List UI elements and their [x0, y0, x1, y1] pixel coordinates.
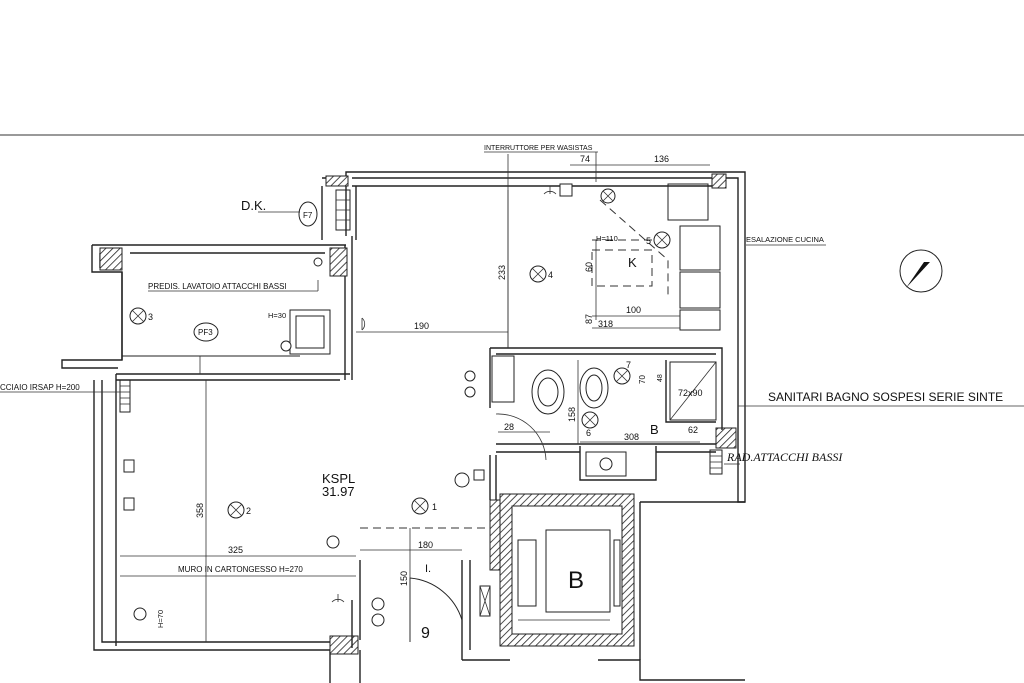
dim-180: 180 — [418, 540, 433, 550]
label-muro: MURO IN CARTONGESSO H=270 — [178, 565, 303, 574]
dim-136: 136 — [654, 154, 669, 164]
electrical-symbols — [123, 183, 573, 627]
dim-190: 190 — [414, 321, 429, 331]
label-sanitari: SANITARI BAGNO SOSPESI SERIE SINTE — [768, 390, 1003, 404]
light-icon — [129, 307, 147, 325]
dim-150: 150 — [399, 571, 409, 586]
room-area-kspl: 31.97 — [322, 484, 355, 499]
label-radiatore-bassi: RAD.ATTACCHI BASSI — [726, 450, 843, 464]
label-shower: 72x90 — [678, 388, 703, 398]
pf3-marker — [193, 322, 219, 342]
label-h70: H=70 — [156, 610, 165, 628]
light-icon — [613, 367, 631, 385]
door-swings — [199, 356, 547, 642]
light-fixtures — [129, 188, 671, 519]
light-number: 6 — [586, 428, 591, 438]
dashed-lines — [360, 199, 669, 529]
dimension-lines — [120, 154, 710, 642]
light-icon — [227, 501, 245, 519]
light-number: 5 — [646, 236, 651, 246]
light-number: 1 — [432, 502, 437, 512]
dim-70: 70 — [638, 375, 647, 384]
light-number: 2 — [246, 506, 251, 516]
outer-walls — [61, 171, 746, 683]
label-bath-b: B — [650, 422, 659, 437]
light-icon — [581, 411, 599, 429]
dim-358: 358 — [195, 503, 205, 518]
label-door-number: 9 — [421, 625, 430, 642]
light-number: 3 — [148, 312, 153, 322]
label-f7: F7 — [303, 211, 313, 220]
label-pf3: PF3 — [198, 328, 213, 337]
dim-233: 233 — [497, 265, 507, 280]
light-number: 4 — [548, 270, 553, 280]
elevator-core: B — [499, 493, 635, 647]
dim-74: 74 — [580, 154, 590, 164]
north-arrow-icon — [899, 249, 943, 293]
dim-100: 100 — [626, 305, 641, 315]
dim-87: 87 — [584, 314, 594, 324]
dim-28: 28 — [504, 422, 514, 432]
bathroom-fixtures — [289, 309, 717, 477]
label-interruttore: INTERRUTTORE PER WASISTAS — [484, 145, 593, 152]
dim-308: 308 — [624, 432, 639, 442]
light-number: 7 — [626, 360, 631, 370]
dim-48: 48 — [657, 374, 664, 382]
label-dk: D.K. — [241, 198, 266, 213]
label-kitchen-k: K — [628, 255, 637, 270]
room-name-kspl: KSPL — [322, 471, 355, 486]
label-h30: H=30 — [268, 311, 286, 320]
light-icon — [411, 497, 429, 515]
light-icon — [529, 265, 547, 283]
label-h110: H=110 — [596, 234, 618, 243]
light-icon — [600, 188, 616, 204]
label-predis: PREDIS. LAVATOIO ATTACCHI BASSI — [148, 282, 287, 291]
label-l-mark: I. — [425, 563, 431, 575]
label-irsap: CCIAIO IRSAP H=200 — [0, 383, 80, 392]
dim-60: 60 — [584, 262, 594, 272]
dim-325: 325 — [228, 545, 243, 555]
label-esalazione: ESALAZIONE CUCINA — [746, 235, 824, 244]
dim-158: 158 — [567, 407, 577, 422]
dim-62: 62 — [688, 425, 698, 435]
callout-lines — [0, 151, 1024, 465]
dim-318: 318 — [598, 319, 613, 329]
elevator-label: B — [568, 567, 584, 594]
radiators — [119, 189, 723, 475]
f7-marker — [298, 201, 318, 227]
light-icon — [653, 231, 671, 249]
